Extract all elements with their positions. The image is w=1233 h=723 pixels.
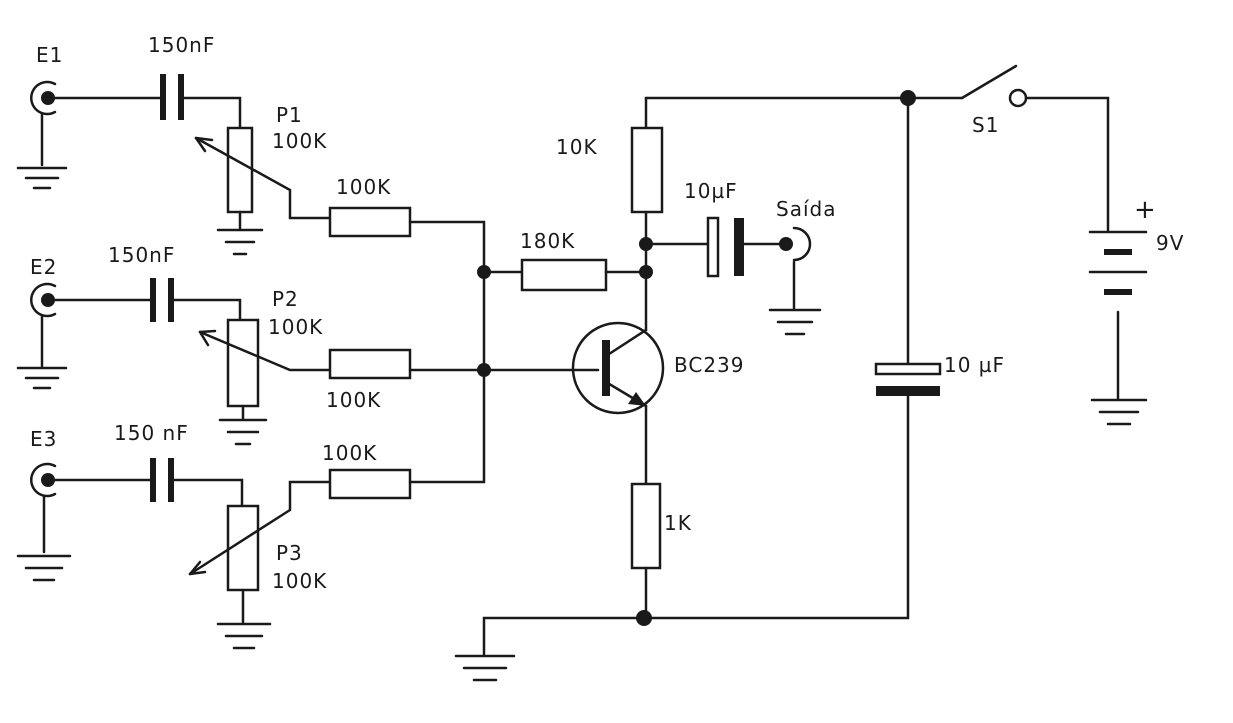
input-resistor-2-value: 100K [326, 388, 381, 412]
output-label: Saída [776, 197, 836, 221]
filter-capacitor-value: 10 µF [944, 353, 1005, 377]
battery-polarity: + [1134, 195, 1157, 225]
battery-voltage: 9V [1156, 231, 1184, 255]
ground-symbol [16, 366, 68, 390]
junction-node [636, 610, 652, 626]
collector-resistor-value: 10K [556, 135, 598, 159]
potentiometer-2-value: 100K [268, 315, 323, 339]
input-capacitor-3-value: 150 nF [114, 421, 189, 445]
feedback-resistor-value: 180K [520, 229, 575, 253]
feedback-resistor [520, 258, 608, 292]
input-channel-2: E2 150nF P2 100K 100K [16, 243, 486, 446]
ground-symbol [454, 654, 516, 682]
input-3-label: E3 [30, 427, 57, 451]
ground-symbol [768, 308, 822, 336]
collector-resistor [630, 126, 664, 214]
input-1-label: E1 [36, 43, 63, 67]
ground-symbol [216, 622, 272, 650]
supply-rail: S1 + 9V 10 µF [454, 64, 1184, 682]
input-channel-1: E1 150nF P1 100K 100K [16, 33, 486, 274]
ground-symbol [16, 166, 68, 190]
output-jack [779, 226, 812, 262]
input-capacitor-1-value: 150nF [148, 33, 215, 57]
potentiometer-3-label: P3 [276, 541, 303, 565]
battery-9v [1088, 230, 1148, 295]
potentiometer-2 [198, 318, 332, 408]
input-2-label: E2 [30, 255, 57, 279]
ground-symbol [16, 554, 72, 582]
input-resistor-1 [328, 206, 412, 238]
transistor-label: BC239 [674, 353, 745, 377]
potentiometer-3 [188, 480, 332, 592]
potentiometer-3-value: 100K [272, 569, 327, 593]
potentiometer-1 [194, 126, 292, 220]
output-capacitor-value: 10µF [684, 179, 738, 203]
input-resistor-1-value: 100K [336, 175, 391, 199]
ground-symbol [1090, 398, 1148, 426]
output-capacitor [706, 216, 744, 278]
potentiometer-1-value: 100K [272, 129, 327, 153]
junction-node [639, 265, 653, 279]
filter-capacitor [874, 362, 942, 396]
input-channel-3: E3 150 nF P3 100K 100K [16, 368, 486, 650]
input-resistor-2 [328, 348, 412, 380]
switch-label: S1 [972, 113, 999, 137]
power-switch [960, 64, 1028, 108]
transistor-stage: 10K BC239 1K [556, 96, 745, 620]
input-capacitor-2-value: 150nF [108, 243, 175, 267]
potentiometer-1-label: P1 [276, 103, 303, 127]
transistor-bc239 [571, 321, 665, 415]
mixer-bus: 180K [477, 229, 648, 377]
input-resistor-3-value: 100K [322, 441, 377, 465]
input-capacitor-1 [160, 74, 184, 120]
potentiometer-2-label: P2 [272, 287, 299, 311]
output-section: 10µF Saída [644, 179, 836, 336]
ground-symbol [218, 418, 268, 446]
input-resistor-3 [328, 468, 412, 500]
emitter-resistor [630, 482, 662, 570]
input-capacitor-3 [150, 458, 174, 502]
ground-symbol [216, 228, 264, 256]
emitter-resistor-value: 1K [664, 511, 692, 535]
input-capacitor-2 [150, 278, 174, 322]
